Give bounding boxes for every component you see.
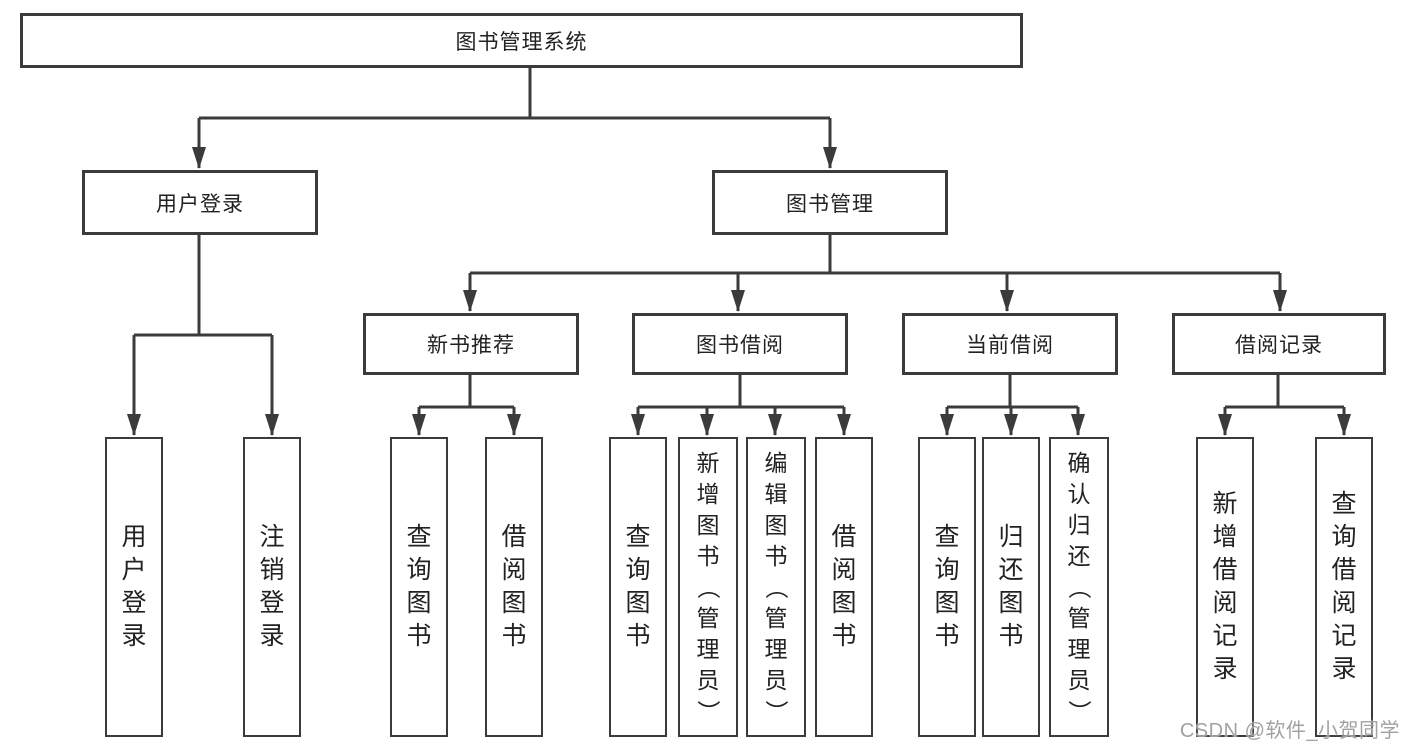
node-book-borrow-label: 图书借阅 [696,334,784,357]
node-borrow-records-label: 借阅记录 [1235,334,1323,357]
leaf-query-borrow-record: 查询借阅记录 [1315,437,1373,737]
leaf-add-books-admin: 新增图书（管理员） [678,437,738,737]
leaf-return-books: 归还图书 [982,437,1040,737]
leaf-add-borrow-record: 新增借阅记录 [1196,437,1254,737]
node-library-system: 图书管理系统 [20,13,1023,68]
node-new-book-recommend-label: 新书推荐 [427,334,515,357]
leaf-user-login: 用户登录 [105,437,163,737]
leaf-edit-books-admin: 编辑图书（管理员） [746,437,806,737]
node-new-book-recommend: 新书推荐 [363,313,579,375]
node-book-borrow: 图书借阅 [632,313,848,375]
node-current-borrow: 当前借阅 [902,313,1118,375]
leaf-query-books-recommend: 查询图书 [390,437,448,737]
node-library-system-label: 图书管理系统 [455,30,588,54]
node-current-borrow-label: 当前借阅 [966,334,1054,357]
leaf-query-books-current: 查询图书 [918,437,976,737]
node-user-login: 用户登录 [82,170,318,235]
leaf-confirm-return-admin: 确认归还（管理员） [1049,437,1109,737]
csdn-watermark: CSDN @软件_小贺同学 [1179,720,1400,742]
leaf-query-books-borrow: 查询图书 [609,437,667,737]
leaf-logout: 注销登录 [243,437,301,737]
leaf-borrow-books: 借阅图书 [815,437,873,737]
node-book-management: 图书管理 [712,170,948,235]
node-user-login-label: 用户登录 [156,192,244,216]
node-book-management-label: 图书管理 [786,192,874,216]
leaf-borrow-books-recommend: 借阅图书 [485,437,543,737]
node-borrow-records: 借阅记录 [1172,313,1386,375]
